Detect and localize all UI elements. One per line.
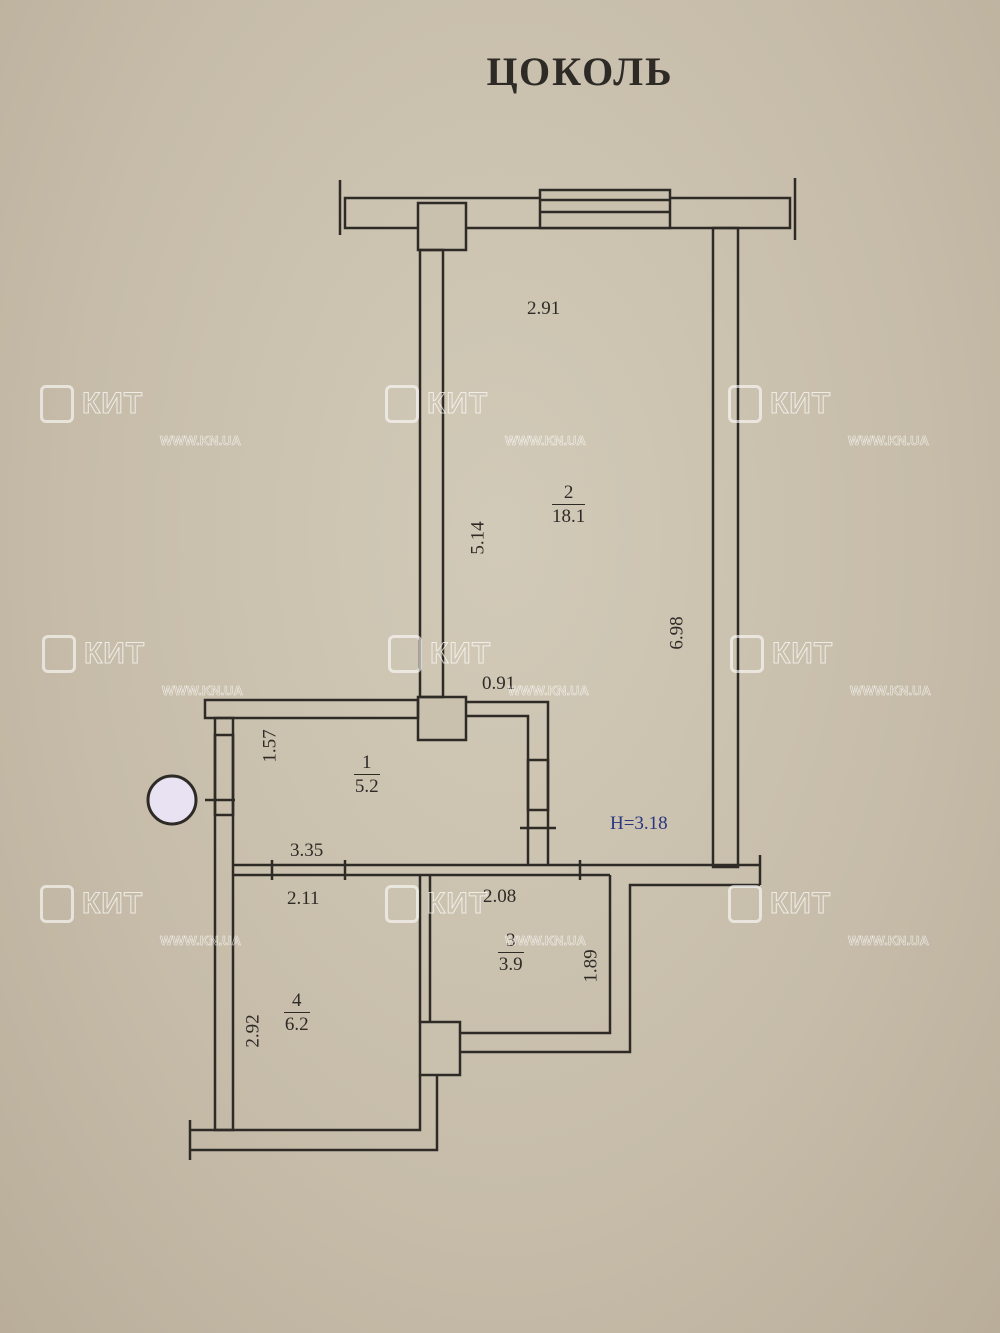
column-bottom	[418, 1020, 462, 1077]
room-4-label: 4 6.2	[284, 990, 310, 1037]
kit-logo-icon	[385, 885, 419, 923]
watermark: КИТ WWW.KN.UA	[385, 385, 586, 448]
room4-bottom-wall-inner	[190, 1075, 422, 1132]
watermark-logo-text: КИТ	[429, 637, 492, 671]
watermark-url: WWW.KN.UA	[848, 433, 929, 449]
watermark-logo-text: КИТ	[81, 887, 144, 921]
room2-left-wall	[418, 248, 445, 699]
watermark: КИТ WWW.KN.UA	[728, 385, 929, 448]
watermark-logo-text: КИТ	[769, 887, 832, 921]
watermark: КИТ WWW.KN.UA	[40, 885, 241, 948]
room-number: 2	[552, 482, 586, 505]
watermark-logo-text: КИТ	[771, 637, 834, 671]
room-3-label: 3 3.9	[498, 930, 524, 977]
room3-wall-inner	[460, 875, 612, 1035]
dim-room2-left: 5.14	[467, 521, 489, 555]
watermark-logo-text: КИТ	[426, 887, 489, 921]
dim-room1-height: 1.57	[259, 729, 281, 763]
kit-logo-icon	[730, 635, 764, 673]
column-top	[416, 201, 468, 252]
room3-wall-outer	[460, 883, 760, 1054]
watermark: КИТ WWW.KN.UA	[40, 385, 241, 448]
room-number: 1	[354, 752, 380, 775]
watermark-logo-text: КИТ	[769, 387, 832, 421]
room1-right-wall-outer	[466, 700, 550, 865]
room-area: 3.9	[498, 954, 523, 975]
kit-logo-icon	[728, 385, 762, 423]
riser-circle	[146, 774, 198, 826]
watermark-url: WWW.KN.UA	[505, 933, 586, 949]
room-area: 6.2	[284, 1014, 309, 1035]
floor-title: ЦОКОЛЬ	[486, 49, 674, 94]
kit-logo-icon	[40, 385, 74, 423]
kit-logo-icon	[40, 885, 74, 923]
watermark: КИТ WWW.KN.UA	[388, 635, 589, 698]
room-number: 4	[284, 990, 310, 1013]
watermark: КИТ WWW.KN.UA	[730, 635, 931, 698]
room-area: 18.1	[552, 506, 586, 527]
kit-logo-icon	[388, 635, 422, 673]
dim-column-gap: 0.91	[482, 673, 516, 694]
watermark-url: WWW.KN.UA	[162, 683, 243, 699]
dim-room1-width: 3.35	[290, 840, 324, 861]
room-number: 3	[498, 930, 524, 953]
watermark: КИТ WWW.KN.UA	[728, 885, 929, 948]
watermark-url: WWW.KN.UA	[160, 433, 241, 449]
dim-room4-width: 2.11	[287, 888, 320, 909]
watermark-url: WWW.KN.UA	[848, 933, 929, 949]
room1-right-wall-inner	[466, 714, 530, 865]
dim-room2-right: 6.98	[666, 616, 688, 650]
ceiling-height: H=3.18	[610, 813, 668, 834]
dim-room3-height: 1.89	[580, 949, 602, 983]
room-area: 5.2	[354, 776, 379, 797]
watermark-url: WWW.KN.UA	[850, 683, 931, 699]
window	[538, 188, 672, 230]
watermark-logo-text: КИТ	[81, 387, 144, 421]
kit-logo-icon	[728, 885, 762, 923]
dim-room2-width: 2.91	[527, 298, 561, 319]
watermark-logo-text: КИТ	[83, 637, 146, 671]
watermark-url: WWW.KN.UA	[505, 433, 586, 449]
dim-room4-height: 2.92	[242, 1014, 264, 1048]
dim-room3-width: 2.08	[483, 886, 517, 907]
watermark-url: WWW.KN.UA	[160, 933, 241, 949]
watermark-url: WWW.KN.UA	[508, 683, 589, 699]
room1-top-wall	[203, 698, 420, 720]
kit-logo-icon	[42, 635, 76, 673]
watermark: КИТ WWW.KN.UA	[385, 885, 586, 948]
kit-logo-icon	[385, 385, 419, 423]
room-1-label: 1 5.2	[354, 752, 380, 799]
watermark: КИТ WWW.KN.UA	[42, 635, 243, 698]
watermark-logo-text: КИТ	[426, 387, 489, 421]
room-2-label: 2 18.1	[552, 482, 586, 529]
room2-right-wall	[711, 226, 740, 869]
column-middle	[416, 695, 468, 742]
